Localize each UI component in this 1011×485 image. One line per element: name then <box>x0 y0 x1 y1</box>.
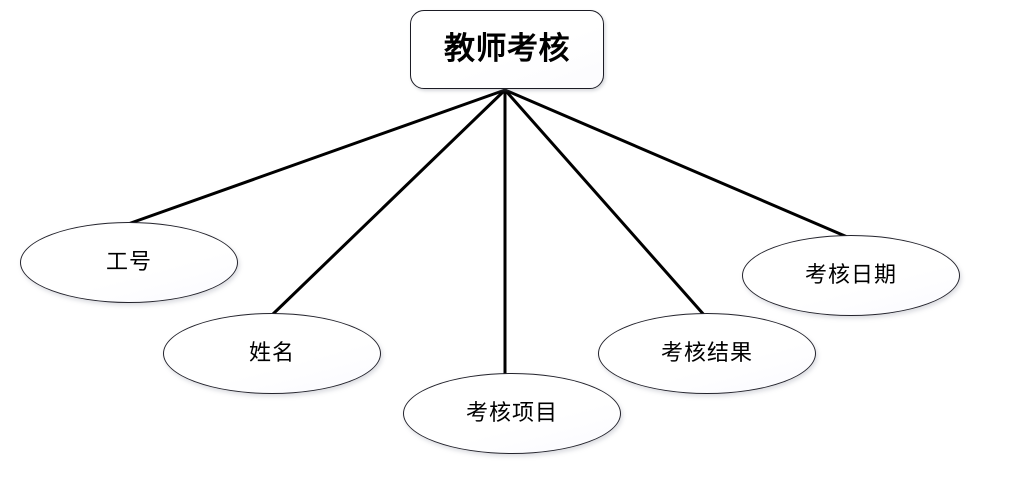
attribute-label: 考核日期 <box>804 262 897 288</box>
attribute-node-name[interactable]: 姓名 <box>163 313 381 394</box>
connector-line <box>503 88 707 318</box>
connector-line <box>503 88 854 241</box>
entity-label: 教师考核 <box>444 31 570 67</box>
connector-line <box>126 88 507 226</box>
attribute-label: 姓名 <box>248 340 295 366</box>
entity-teacher-assessment[interactable]: 教师考核 <box>410 10 604 89</box>
attribute-label: 考核结果 <box>660 340 753 366</box>
attribute-node-assessment-date[interactable]: 考核日期 <box>742 235 960 316</box>
attribute-label: 工号 <box>105 249 152 275</box>
attribute-node-employee-id[interactable]: 工号 <box>20 222 238 303</box>
connector-line <box>270 88 507 317</box>
attribute-label: 考核项目 <box>465 400 558 426</box>
attribute-node-assessment-result[interactable]: 考核结果 <box>598 313 816 394</box>
attribute-node-assessment-item[interactable]: 考核项目 <box>403 373 621 454</box>
